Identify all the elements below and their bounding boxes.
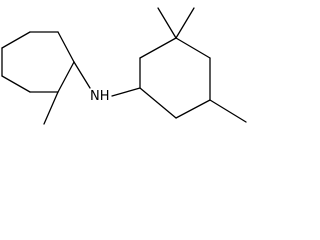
bond-left-methyl [43, 91, 59, 125]
bond-right-ring-3 [175, 37, 211, 59]
bond-right-ring-5 [175, 99, 211, 119]
bond-left-ring-4 [57, 61, 75, 93]
bond-right-methyl [209, 99, 247, 123]
structure-diagram-canvas: NH [1, 7, 247, 125]
bond-gem-methyl-right [175, 7, 195, 39]
bond-right-ring-2 [139, 37, 177, 59]
cyclohexyl-ring-left [1, 31, 75, 93]
bond-right-ring-6 [139, 87, 177, 119]
nitrogen-atom-label: NH [90, 89, 110, 104]
cyclohexyl-ring-right [139, 37, 211, 119]
bond-n-c-right [111, 87, 141, 97]
bond-left-ring-1 [1, 31, 31, 49]
bond-left-ring-6 [1, 75, 31, 93]
bond-left-ring-3 [57, 31, 75, 63]
molecule-structure-svg: NH [1, 7, 247, 125]
bond-c-n-left [73, 61, 91, 89]
bond-gem-methyl-left [157, 7, 177, 39]
